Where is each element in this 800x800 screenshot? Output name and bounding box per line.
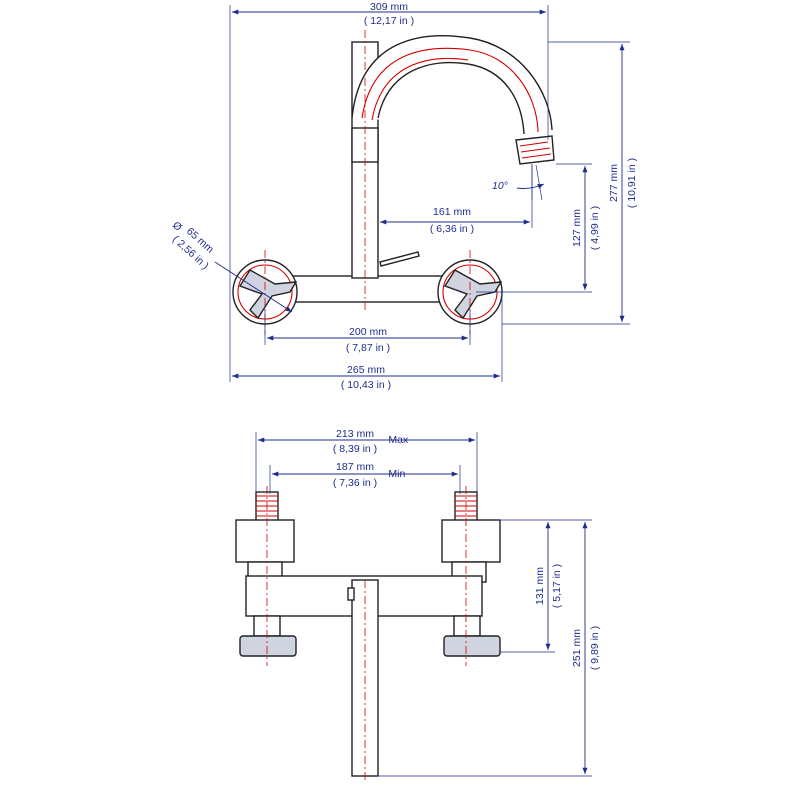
dim-diameter-symbol: Ø <box>170 219 184 233</box>
dim-angle: 10° <box>492 180 508 192</box>
right-spindle <box>453 615 481 637</box>
dim-277-mm: 277 mm <box>608 164 620 202</box>
dim-line-diameter <box>214 261 293 313</box>
dim-213-mm: 213 mm <box>336 428 374 440</box>
dim-131-mm: 131 mm <box>534 567 546 605</box>
dim-187-in: ( 7,36 in ) <box>333 477 377 489</box>
riser-cap <box>347 587 355 601</box>
thread-lines <box>256 495 477 517</box>
dim-309-mm: 309 mm <box>370 1 408 13</box>
dim-187-min: - Min <box>382 468 405 480</box>
dim-265-mm: 265 mm <box>347 364 385 376</box>
dim-200-mm: 200 mm <box>349 326 387 338</box>
dim-251-in: ( 9,89 in ) <box>589 626 601 670</box>
dim-200-in: ( 7,87 in ) <box>346 342 390 354</box>
dim-131-in: ( 5,17 in ) <box>551 564 563 608</box>
spout-inner <box>377 61 525 135</box>
dim-127-in: ( 4,99 in ) <box>589 206 601 250</box>
dim-187-mm: 187 mm <box>336 461 374 473</box>
dim-161-in: ( 6,36 in ) <box>430 223 474 235</box>
right-handle <box>437 259 503 325</box>
left-valve-body <box>235 519 295 563</box>
dim-127-mm: 127 mm <box>571 209 583 247</box>
bottom-view: 213 mm - Max ( 8,39 in ) 187 mm - Min ( … <box>235 428 601 782</box>
dim-213-max: - Max <box>382 434 409 446</box>
dim-251-mm: 251 mm <box>571 629 583 667</box>
dim-265-in: ( 10,43 in ) <box>341 379 391 391</box>
dim-angle-arc <box>516 183 545 189</box>
aerator-hidden <box>519 141 552 159</box>
lever-handle <box>379 251 420 267</box>
spout-hidden-line <box>371 57 469 121</box>
spout-hidden-line <box>361 47 539 133</box>
right-handle-side <box>443 635 501 657</box>
left-handle-side <box>239 635 297 657</box>
dim-161-mm: 161 mm <box>433 206 471 218</box>
dim-277-in: ( 10,91 in ) <box>626 158 638 208</box>
right-valve-body <box>441 519 501 563</box>
top-view: 309 mm ( 12,17 in ) Ø 65 mm ( 2,56 in ) … <box>170 1 638 391</box>
dim-309-in: ( 12,17 in ) <box>364 15 414 27</box>
dim-213-in: ( 8,39 in ) <box>333 443 377 455</box>
